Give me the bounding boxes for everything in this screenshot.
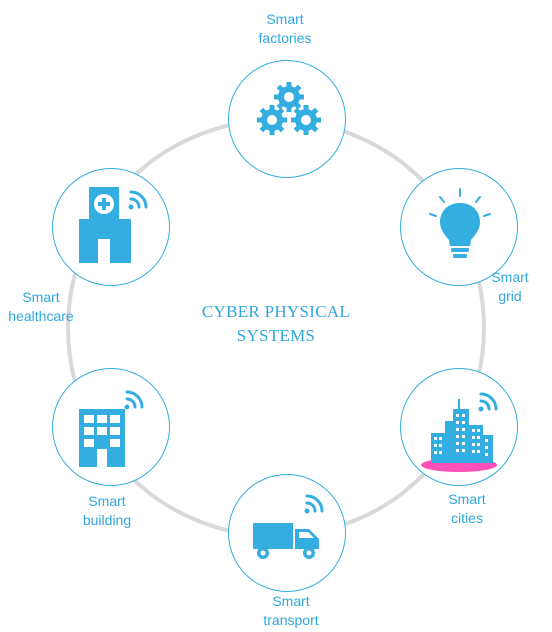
label-smart-cities: Smart cities: [412, 490, 522, 528]
node-smart-transport: [228, 474, 346, 592]
label-smart-transport: Smart transport: [236, 592, 346, 630]
diagram-title: CYBER PHYSICAL SYSTEMS: [176, 300, 376, 348]
label-smart-cities-line1: Smart: [448, 491, 486, 507]
label-smart-transport-line2: transport: [263, 612, 319, 628]
label-smart-building-line1: Smart: [88, 493, 126, 509]
label-smart-healthcare: Smart healthcare: [0, 288, 96, 326]
label-smart-building-line2: building: [82, 512, 132, 528]
node-smart-factories: [228, 60, 346, 178]
label-smart-healthcare-line2: healthcare: [8, 308, 74, 324]
truck-icon: [253, 494, 324, 559]
label-smart-grid-line1: Smart: [491, 269, 529, 285]
node-smart-grid: [400, 168, 518, 286]
label-smart-grid-line2: grid: [498, 288, 522, 304]
label-smart-transport-line1: Smart: [272, 593, 310, 609]
node-smart-healthcare: [52, 168, 170, 286]
label-smart-factories: Smart factories: [230, 10, 340, 48]
label-smart-building: Smart building: [52, 492, 162, 530]
node-smart-cities: [400, 368, 518, 486]
lightbulb-icon: [429, 188, 491, 258]
diagram-title-line2: SYSTEMS: [236, 326, 316, 345]
label-smart-factories-line1: Smart: [266, 11, 304, 27]
gears-icon: [257, 82, 321, 135]
hospital-icon: [79, 187, 148, 263]
node-smart-building: [52, 368, 170, 486]
building-icon: [79, 390, 144, 467]
label-smart-cities-line2: cities: [451, 510, 483, 526]
label-smart-healthcare-line1: Smart: [22, 289, 60, 305]
city-skyline-icon: [421, 392, 498, 472]
label-smart-grid: Smart grid: [470, 268, 550, 306]
label-smart-factories-line2: factories: [258, 30, 312, 46]
diagram-title-line1: CYBER PHYSICAL: [201, 302, 351, 321]
